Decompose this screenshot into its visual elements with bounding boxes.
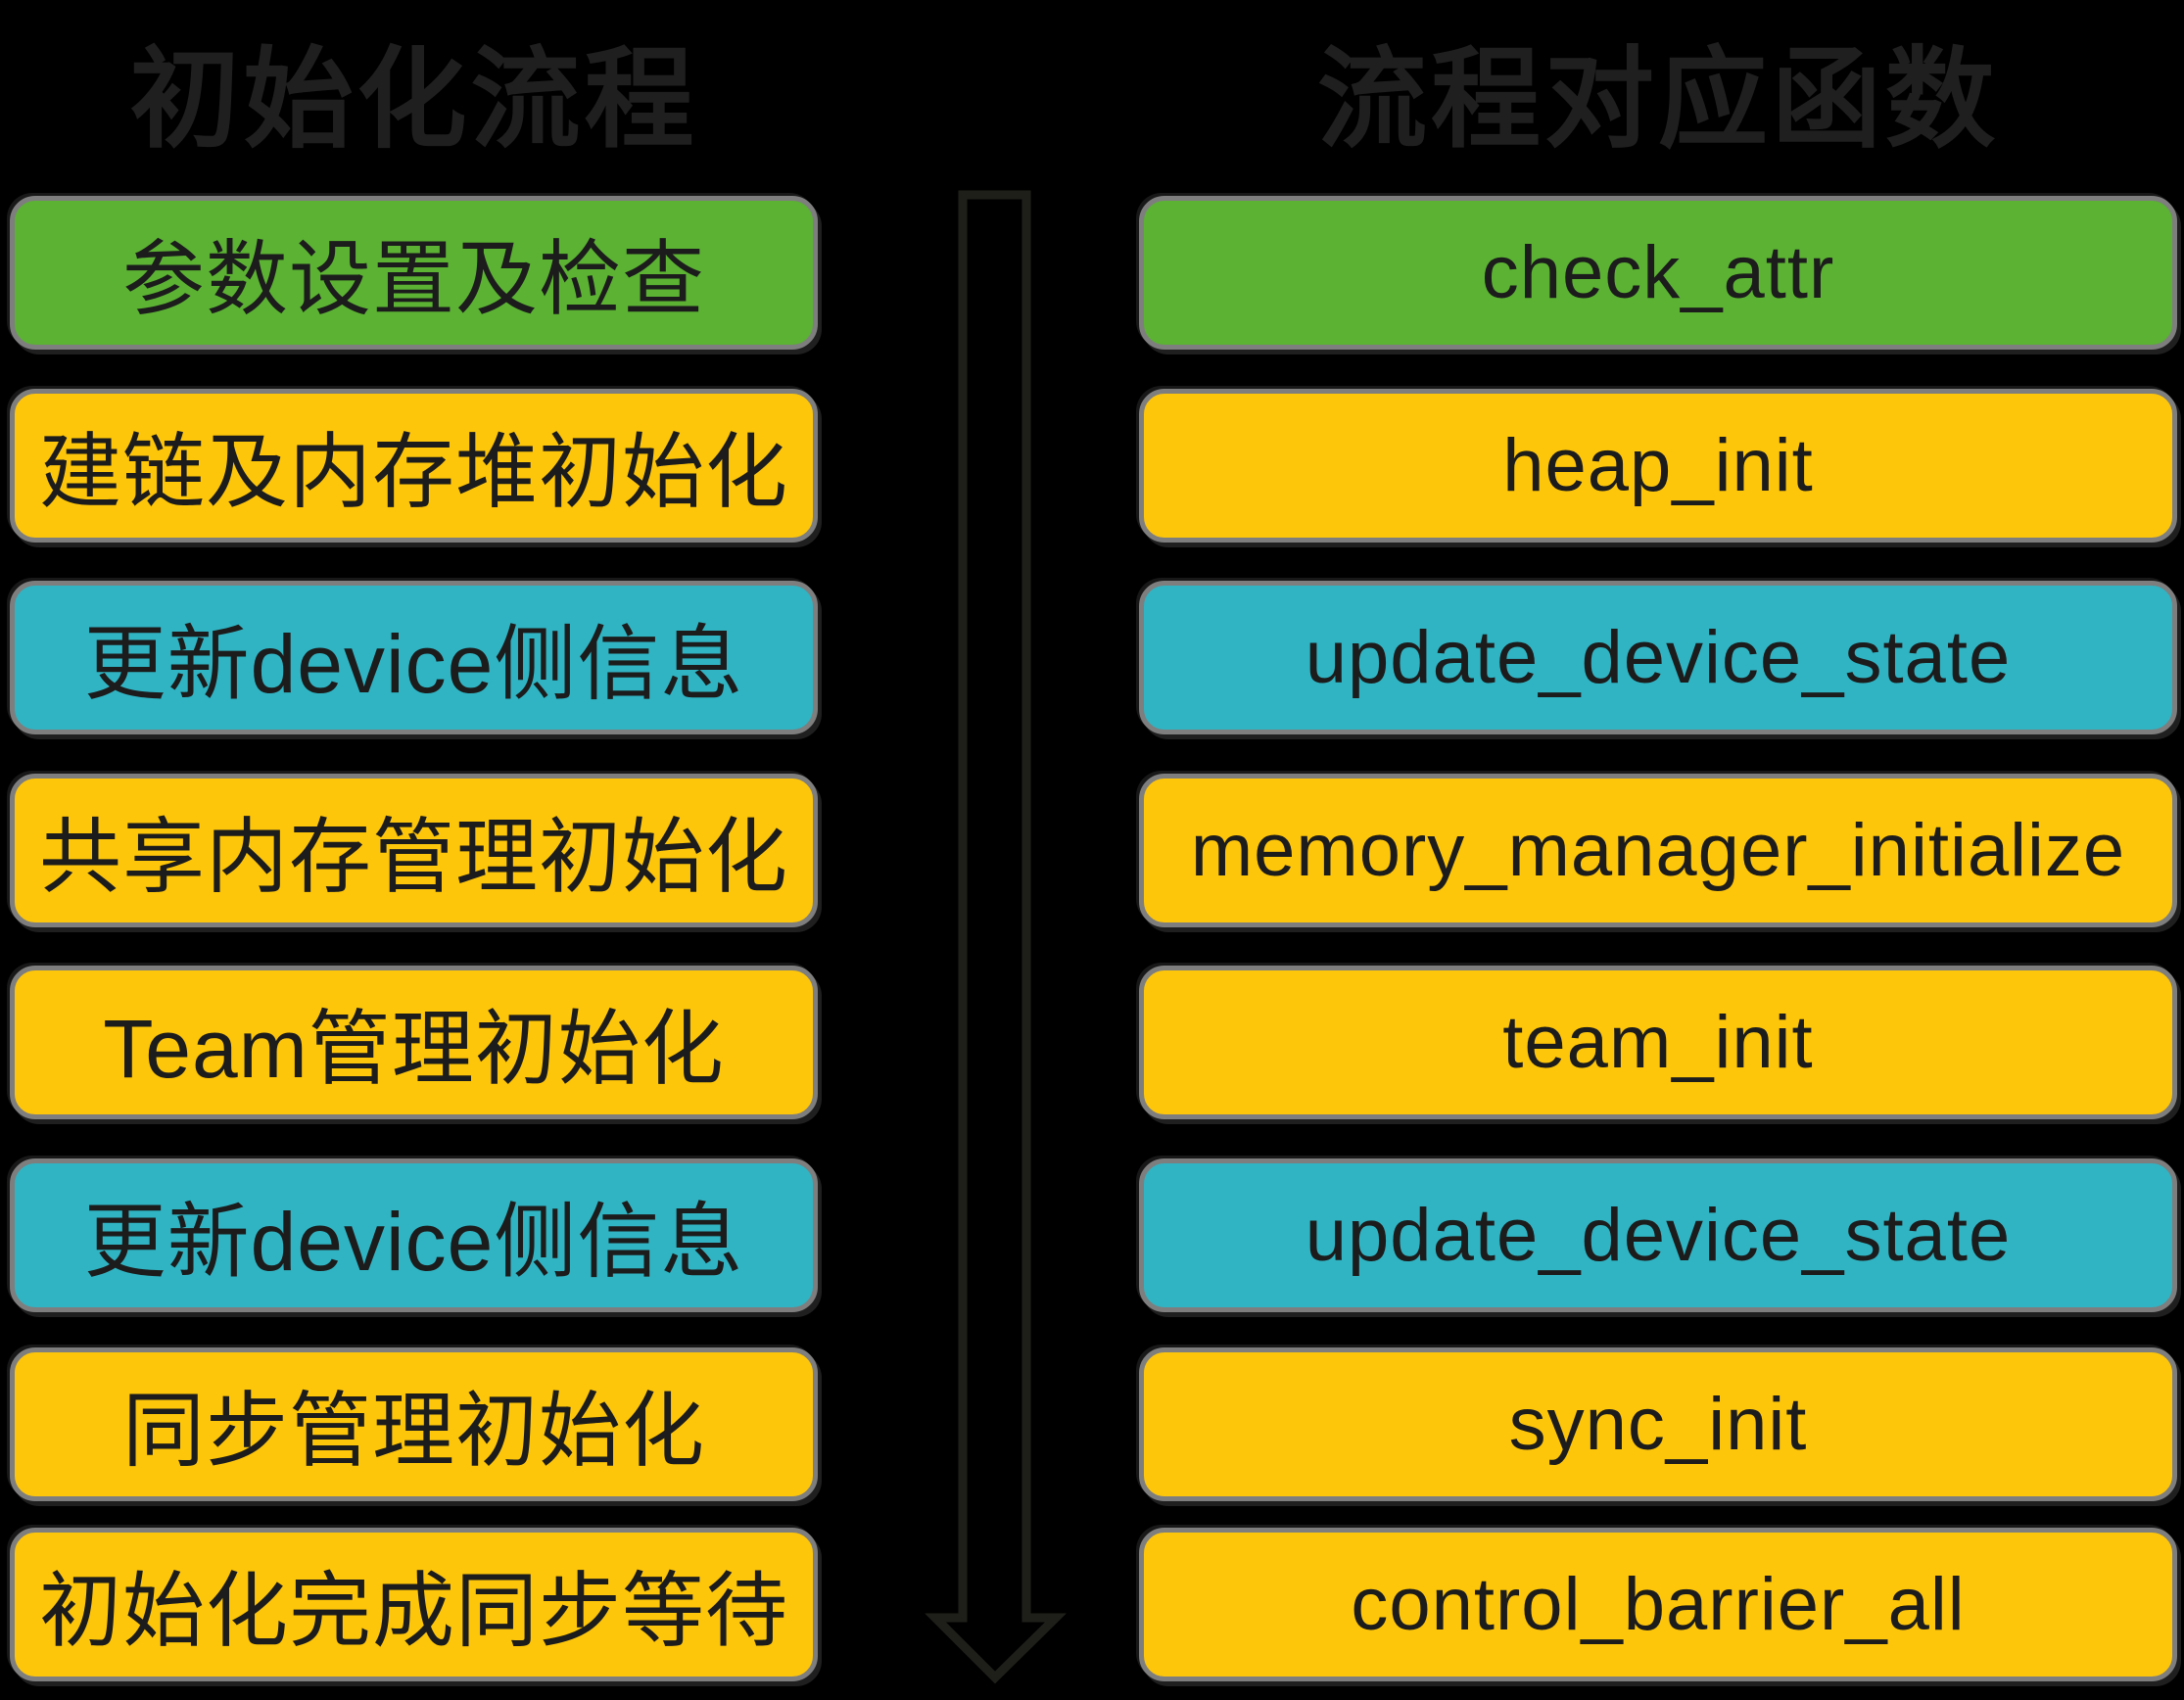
step-label: 共享内存管理初始化 [38, 811, 788, 903]
function-box-8: control_barrier_all [1139, 1528, 2177, 1681]
step-box-3: 更新device侧信息 [10, 581, 818, 734]
step-label: 初始化完成同步等待 [38, 1565, 788, 1657]
step-label: 更新device侧信息 [83, 618, 744, 710]
step-box-5: Team管理初始化 [10, 966, 818, 1119]
function-box-1: check_attr [1139, 196, 2177, 350]
function-label: memory_manager_initialize [1190, 809, 2126, 892]
step-label: 同步管理初始化 [121, 1385, 705, 1477]
function-box-3: update_device_state [1139, 581, 2177, 734]
step-label: Team管理初始化 [103, 1003, 725, 1095]
step-box-4: 共享内存管理初始化 [10, 774, 818, 927]
function-label: control_barrier_all [1351, 1563, 1966, 1646]
step-box-7: 同步管理初始化 [10, 1347, 818, 1501]
step-box-1: 参数设置及检查 [10, 196, 818, 350]
step-label: 建链及内存堆初始化 [38, 426, 788, 518]
function-label: team_init [1502, 1001, 1814, 1084]
function-label: sync_init [1508, 1383, 1808, 1466]
step-box-6: 更新device侧信息 [10, 1158, 818, 1312]
function-box-6: update_device_state [1139, 1158, 2177, 1312]
function-box-5: team_init [1139, 966, 2177, 1119]
function-box-4: memory_manager_initialize [1139, 774, 2177, 927]
function-box-7: sync_init [1139, 1347, 2177, 1501]
step-label: 更新device侧信息 [83, 1196, 744, 1288]
function-box-2: heap_init [1139, 389, 2177, 543]
function-label: update_device_state [1305, 1194, 2012, 1277]
right-column-title: 流程对应函数 [1317, 38, 1999, 161]
step-label: 参数设置及检查 [121, 233, 705, 325]
step-box-8: 初始化完成同步等待 [10, 1528, 818, 1681]
left-column-title: 初始化流程 [129, 38, 698, 161]
function-label: check_attr [1481, 231, 1835, 314]
function-label: update_device_state [1305, 616, 2012, 699]
function-label: heap_init [1502, 424, 1814, 507]
step-box-2: 建链及内存堆初始化 [10, 389, 818, 543]
